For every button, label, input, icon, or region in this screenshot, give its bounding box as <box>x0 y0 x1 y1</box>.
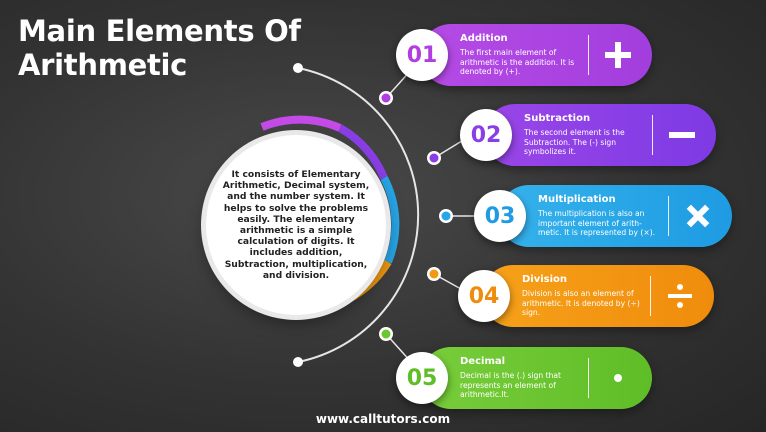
title-line-1: Main Elements Of <box>18 14 301 48</box>
step-description: The first main element of arithmetic is … <box>460 48 575 77</box>
step-title: Subtraction <box>524 113 591 124</box>
step-divider <box>588 35 589 75</box>
arc-end-knob <box>293 357 303 367</box>
step-description: Division is also an element of arithmeti… <box>522 289 640 318</box>
arc-dot-02 <box>427 151 441 165</box>
step-number: 03 <box>474 190 526 242</box>
step-divider <box>652 115 653 155</box>
arc-start-knob <box>293 63 303 73</box>
step-title: Multiplication <box>538 194 616 205</box>
step-description: The multiplication is also an important … <box>538 209 656 238</box>
minus-icon <box>660 104 704 166</box>
timeline-arc <box>297 67 420 363</box>
arc-dot-05 <box>379 327 393 341</box>
times-icon <box>676 185 720 247</box>
step-title: Addition <box>460 33 508 44</box>
arc-dot-03 <box>439 209 453 223</box>
arc-dot-01 <box>379 91 393 105</box>
page-title: Main Elements Of Arithmetic <box>18 14 318 82</box>
step-title: Division <box>522 274 568 285</box>
step-subtraction: 02 Subtraction The second element is the… <box>460 104 716 166</box>
dot-icon <box>596 347 640 409</box>
step-pill <box>420 347 652 409</box>
step-description: Decimal is the (.) sign that represents … <box>460 371 562 400</box>
ring-segment-purple <box>260 115 342 132</box>
plus-icon <box>596 24 640 86</box>
step-number: 05 <box>396 352 448 404</box>
ring-segment-violet <box>337 124 388 180</box>
step-decimal: 05 Decimal Decimal is the (.) sign that … <box>396 347 652 409</box>
step-description: The second element is the Subtraction. T… <box>524 128 625 157</box>
step-addition: 01 Addition The first main element of ar… <box>396 24 652 86</box>
ring-segment-orange <box>338 259 392 307</box>
step-divider <box>650 276 651 316</box>
title-line-2: Arithmetic <box>18 48 188 82</box>
step-number: 01 <box>396 29 448 81</box>
arc-dot-04 <box>427 267 441 281</box>
center-summary-circle: It consists of Elementary Arithmetic, De… <box>206 135 386 315</box>
step-divider <box>588 358 589 398</box>
ring-segment-blue <box>380 176 400 264</box>
step-title: Decimal <box>460 356 506 367</box>
step-division: 04 Division Division is also an element … <box>458 265 714 327</box>
divide-icon <box>658 265 702 327</box>
step-number: 02 <box>460 109 512 161</box>
step-pill <box>498 185 732 247</box>
step-number: 04 <box>458 270 510 322</box>
footer-url: www.calltutors.com <box>315 412 451 426</box>
step-divider <box>668 196 669 236</box>
center-summary-text: It consists of Elementary Arithmetic, De… <box>222 168 370 281</box>
step-multiplication: 03 Multiplication The multiplication is … <box>474 185 732 247</box>
